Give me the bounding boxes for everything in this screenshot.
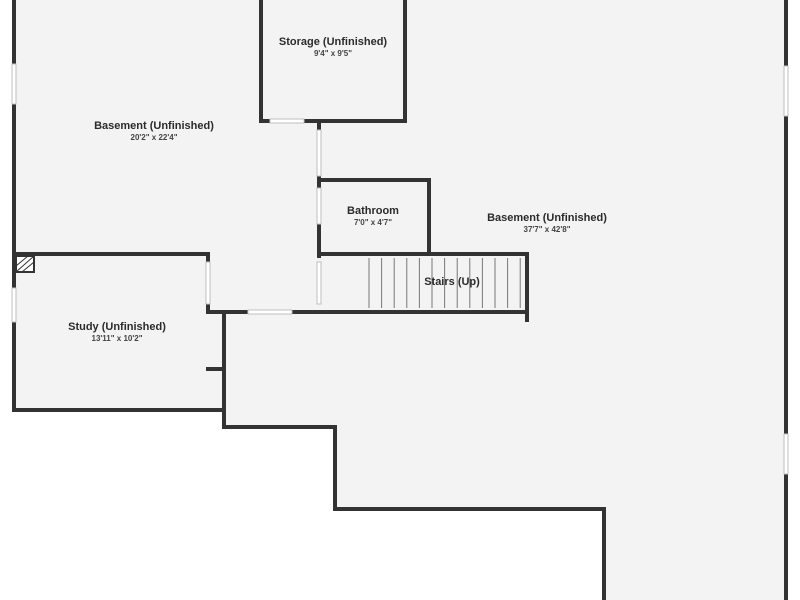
floor-area	[14, 0, 786, 600]
basement-left-label: Basement (Unfinished) 20'2" x 22'4"	[94, 119, 214, 143]
bathroom-dims: 7'0" x 4'7"	[353, 218, 393, 227]
study-name: Study (Unfinished)	[68, 321, 166, 333]
stairs-label: Stairs (Up)	[424, 275, 480, 289]
basement-main-label: Basement (Unfinished) 37'7" x 42'8"	[487, 211, 607, 235]
utility-hatch	[15, 255, 35, 273]
openings	[11, 63, 789, 475]
basement-left-name: Basement (Unfinished)	[94, 120, 214, 132]
bathroom-label: Bathroom 7'0" x 4'7"	[347, 204, 399, 228]
study-label: Study (Unfinished) 13'11" x 10'2"	[68, 320, 166, 344]
stair-treads	[368, 258, 521, 308]
storage-name: Storage (Unfinished)	[278, 36, 388, 48]
stairs-name: Stairs (Up)	[424, 276, 480, 288]
storage-label: Storage (Unfinished) 9'4" x 9'5"	[279, 35, 387, 59]
study-dims: 13'11" x 10'2"	[91, 334, 143, 343]
basement-main-name: Basement (Unfinished)	[487, 212, 607, 224]
storage-dims: 9'4" x 9'5"	[313, 49, 353, 58]
basement-main-dims: 37'7" x 42'8"	[523, 225, 571, 234]
bathroom-name: Bathroom	[347, 205, 399, 217]
basement-left-dims: 20'2" x 22'4"	[130, 133, 178, 142]
